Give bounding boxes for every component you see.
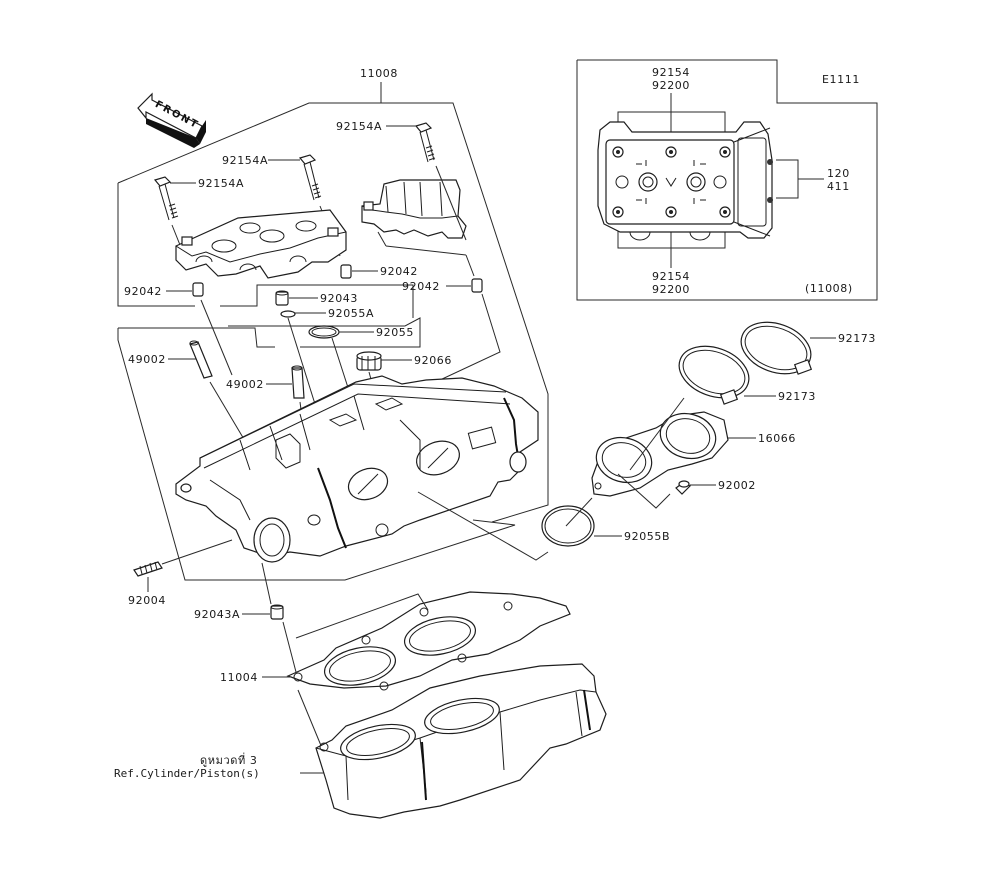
- callout-92173-lower: 92173: [778, 390, 816, 403]
- callout-16066: 16066: [758, 432, 796, 445]
- stud-92004: 92004: [128, 539, 233, 607]
- callout-92154A-right: 92154A: [336, 120, 382, 133]
- front-arrow-icon: FRONT: [137, 92, 206, 148]
- inset-code: E1111: [822, 73, 860, 86]
- head-gasket-11004: 11004: [220, 591, 571, 749]
- inset-callout-side-2: 411: [827, 180, 850, 193]
- camshaft-cap-left: [175, 209, 347, 279]
- camshaft-cap-right: [361, 165, 475, 277]
- inset-callout-top-1: 92154: [652, 66, 690, 79]
- ref-cylinder-piston: Ref.Cylinder/Piston(s): [114, 767, 260, 780]
- cylinder-block-reference: ดูหมวดที่ 3 Ref.Cylinder/Piston(s): [114, 663, 607, 819]
- oring-92055: 92055: [308, 325, 414, 401]
- dowel-92043A: 92043A: [194, 562, 297, 673]
- ref-thai-line: ดูหมวดที่ 3: [200, 752, 258, 767]
- dowel-92042-middle: 92042: [340, 264, 418, 279]
- callout-92154A-left: 92154A: [198, 177, 244, 190]
- dowel-92042-left: 92042: [124, 282, 233, 376]
- screw-92002: 92002: [617, 473, 756, 509]
- holder-16066: 16066: [591, 397, 796, 497]
- callout-92004: 92004: [128, 594, 166, 607]
- callout-49002-left: 49002: [128, 353, 166, 366]
- cylinder-head: [175, 375, 539, 563]
- callout-92173-upper: 92173: [838, 332, 876, 345]
- valve-guide-49002-right: 49002: [226, 365, 305, 433]
- assembly-frame-11008: 11008: [117, 67, 549, 581]
- inset-reference: (11008): [805, 282, 853, 295]
- callout-92042-right: 92042: [402, 280, 440, 293]
- callout-92042-middle: 92042: [380, 265, 418, 278]
- inset-top-view: E1111 92154 92200 92154 92200 120 411 (1…: [576, 59, 878, 301]
- dowel-pin-92043: 92043: [275, 290, 358, 306]
- callout-92043A: 92043A: [194, 608, 240, 621]
- callout-92002: 92002: [718, 479, 756, 492]
- valve-guide-49002-left: 49002: [128, 340, 249, 447]
- dowel-92042-right: 92042: [402, 278, 501, 381]
- inset-callout-bottom-2: 92200: [652, 283, 690, 296]
- inset-callout-top-2: 92200: [652, 79, 690, 92]
- callout-92055: 92055: [376, 326, 414, 339]
- callout-49002-right: 49002: [226, 378, 264, 391]
- callout-92154A-middle: 92154A: [222, 154, 268, 167]
- inset-callout-side-1: 120: [827, 167, 850, 180]
- oring-92055B: 92055B: [417, 491, 670, 561]
- callout-11008: 11008: [360, 67, 398, 80]
- callout-92066: 92066: [414, 354, 452, 367]
- callout-92043: 92043: [320, 292, 358, 305]
- inset-callout-bottom-1: 92154: [652, 270, 690, 283]
- callout-92055B: 92055B: [624, 530, 670, 543]
- inset-bolt-heads: [612, 146, 731, 218]
- callout-92055A: 92055A: [328, 307, 374, 320]
- clamp-92173-upper: 92173: [740, 321, 876, 375]
- callout-11004: 11004: [220, 671, 258, 684]
- clamp-92173-lower: 92173: [678, 345, 816, 405]
- callout-92042-left: 92042: [124, 285, 162, 298]
- bolt-92154A-right: 92154A: [336, 120, 436, 163]
